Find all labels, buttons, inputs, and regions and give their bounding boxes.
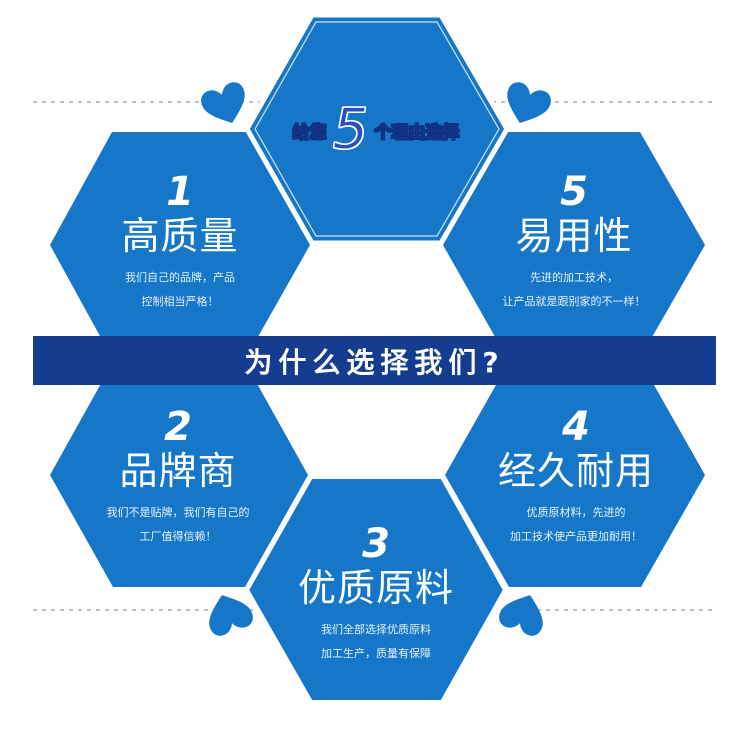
heart-icon-top-right xyxy=(507,82,551,123)
reason-card-2: 2 品牌商 我们不是贴牌，我们有自己的 工厂值得信赖！ xyxy=(48,405,308,549)
hexagon-hero-inner-border xyxy=(254,21,500,237)
reason-number: 5 xyxy=(560,169,588,215)
reason-title: 经久耐用 xyxy=(497,449,654,493)
hexagon-reason-4 xyxy=(445,362,705,587)
reason-description-line: 加工生产，质量有保障 xyxy=(321,647,431,660)
reason-card-1: 1 高质量 我们自己的品牌，产品 控制相当严格！ xyxy=(50,170,310,314)
reason-number: 1 xyxy=(166,169,194,215)
reason-description-line: 让产品就是跟别家的不一样！ xyxy=(502,295,646,308)
reason-title: 品牌商 xyxy=(119,449,237,493)
hero-number: 5 xyxy=(332,97,369,162)
banner-background xyxy=(33,336,716,385)
reason-description: 我们不是贴牌，我们有自己的 工厂值得信赖！ xyxy=(48,501,308,549)
reason-card-5: 5 易用性 先进的加工技术， 让产品就是跟别家的不一样！ xyxy=(444,170,704,314)
reason-card-3: 3 优质原料 我们全部选择优质原料 加工生产，质量有保障 xyxy=(246,522,506,666)
reason-description-line: 先进的加工技术， xyxy=(530,271,618,284)
reason-description-line: 优质原材料，先进的 xyxy=(526,506,626,519)
reason-title: 优质原料 xyxy=(297,566,454,610)
reason-number: 4 xyxy=(562,404,590,450)
reason-description: 优质原材料，先进的 加工技术使产品更加耐用！ xyxy=(446,501,706,549)
reason-number: 3 xyxy=(362,521,390,567)
reason-title: 易用性 xyxy=(515,214,633,258)
reason-card-4: 4 经久耐用 优质原材料，先进的 加工技术使产品更加耐用！ xyxy=(446,405,706,549)
heart-icon-bottom-right xyxy=(499,595,543,636)
hexagon-hero xyxy=(244,12,510,246)
heart-icon-bottom-left xyxy=(209,595,253,636)
hero-prefix: 给您 xyxy=(292,122,327,143)
hexagon-reason-3 xyxy=(244,475,508,704)
hero-heading: 给您 5 个理由选择 xyxy=(247,100,505,160)
banner-title: 为什么选择我们? xyxy=(244,345,505,379)
reason-number: 2 xyxy=(164,404,192,450)
reason-description-line: 加工技术使产品更加耐用！ xyxy=(510,530,642,543)
reason-title: 高质量 xyxy=(121,214,239,258)
hexagon-reason-1 xyxy=(50,132,310,358)
hexagon-reason-5 xyxy=(443,132,705,358)
reason-description-line: 我们自己的品牌，产品 xyxy=(125,271,235,284)
reason-description: 先进的加工技术， 让产品就是跟别家的不一样！ xyxy=(444,266,704,314)
reason-description-line: 工厂值得信赖！ xyxy=(139,530,217,543)
heart-icon-top-left xyxy=(201,82,245,123)
reason-description: 我们自己的品牌，产品 控制相当严格！ xyxy=(50,266,310,314)
reason-description-line: 控制相当严格！ xyxy=(141,295,219,308)
reason-description: 我们全部选择优质原料 加工生产，质量有保障 xyxy=(246,618,506,666)
hero-suffix: 个理由选择 xyxy=(374,122,460,143)
hexagon-reason-2 xyxy=(50,362,308,587)
reason-description-line: 我们全部选择优质原料 xyxy=(321,623,431,636)
reason-description-line: 我们不是贴牌，我们有自己的 xyxy=(106,506,250,519)
